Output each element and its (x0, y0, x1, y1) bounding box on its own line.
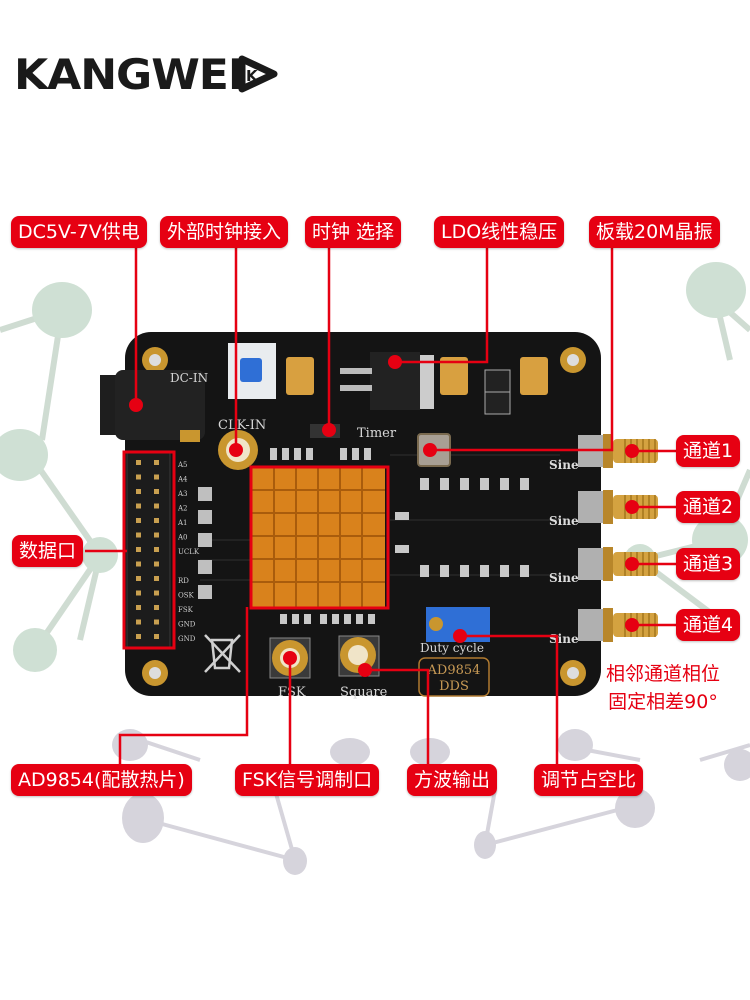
header-pin (154, 474, 159, 480)
phase-note: 相邻通道相位 固定相差90° (606, 660, 720, 716)
brand-name: KANGWEI (14, 49, 244, 99)
sine-silk: Sine (549, 514, 579, 528)
square-silk: Square (340, 685, 388, 700)
header-pin (154, 576, 159, 581)
header-pin (136, 532, 141, 538)
pin-label: A1 (177, 519, 188, 527)
callout-fsk: FSK信号调制口 (235, 764, 380, 796)
chip-sub-text: DDS (439, 679, 469, 694)
callout-channel-4: 通道4 (676, 609, 741, 641)
header-pin (154, 503, 159, 509)
callout-channel-3: 通道3 (676, 548, 741, 580)
header-pin (154, 561, 159, 567)
callout-channel-2: 通道2 (676, 491, 741, 523)
pin-label: GND (178, 635, 196, 643)
sine-silk: Sine (549, 632, 579, 646)
brand-mark-letter: K (246, 67, 259, 85)
header-pin (136, 503, 141, 509)
clk-in-silk: CLK-IN (218, 418, 266, 433)
header-pin (136, 590, 141, 596)
pin-label: OSK (178, 592, 195, 600)
header-pin (154, 532, 159, 538)
header-pin (154, 590, 159, 596)
brand-mark-icon: K (238, 55, 278, 93)
header-pin (154, 460, 159, 465)
header-pin (136, 634, 141, 639)
sma-output-4 (578, 608, 658, 642)
sine-silk: Sine (549, 571, 579, 585)
header-pin (154, 634, 159, 639)
duty-cycle-silk: Duty cycle (420, 641, 484, 655)
pin-label: A4 (177, 476, 188, 484)
callout-crystal: 板载20M晶振 (589, 216, 720, 248)
fsk-silk: FSK (278, 685, 306, 700)
phase-note-line-2: 固定相差90° (608, 691, 718, 713)
pin-label: A3 (177, 490, 188, 498)
dc-power-jack: DC-IN (100, 370, 208, 442)
header-pin (154, 489, 159, 494)
pin-label: A2 (177, 505, 188, 513)
sma-output-2 (578, 490, 658, 524)
header-pin (136, 561, 141, 567)
clock-jumper (310, 424, 340, 438)
callout-power: DC5V-7V供电 (11, 216, 147, 248)
pin-label: A0 (177, 534, 188, 542)
pin-label: FSK (178, 606, 194, 614)
crystal-oscillator (417, 433, 451, 467)
header-pin (136, 605, 141, 610)
duty-cycle-potentiometer: Duty cycle (420, 607, 490, 655)
network-nodes-green (0, 262, 748, 672)
callout-duty: 调节占空比 (534, 764, 644, 796)
pin-label: UCLK (178, 548, 200, 556)
sma-output-3 (578, 547, 658, 581)
header-pin (154, 605, 159, 610)
clock-select-switch (228, 343, 276, 399)
callout-channel-1: 通道1 (676, 435, 741, 467)
header-pin (136, 518, 141, 523)
resistor-arrays (198, 487, 212, 599)
pin-label: RD (178, 577, 189, 585)
callout-data-port: 数据口 (12, 535, 84, 567)
brand-logo: KANGWEI K (14, 48, 280, 100)
header-pin (136, 460, 141, 465)
header-pin (154, 547, 159, 552)
sma-output-1 (578, 434, 658, 468)
heatsink (252, 467, 385, 607)
phase-note-line-1: 相邻通道相位 (606, 663, 721, 685)
header-pin (136, 576, 141, 581)
chip-name-text: AD9854 (427, 663, 481, 678)
header-pin (136, 489, 141, 494)
pin-label: GND (178, 621, 196, 629)
callout-ext-clock: 外部时钟接入 (160, 216, 289, 248)
header-pin (136, 474, 141, 480)
smd-passives (270, 448, 529, 624)
sine-silk: Sine (549, 458, 579, 472)
callout-clock-select: 时钟 选择 (305, 216, 402, 248)
header-pin (154, 518, 159, 523)
callout-square: 方波输出 (407, 764, 498, 796)
dc-in-silk: DC-IN (170, 371, 208, 385)
smd-regulators (484, 369, 511, 415)
timer-silk: Timer (357, 426, 397, 441)
header-pin (136, 547, 141, 552)
callout-chip: AD9854(配散热片) (11, 764, 192, 796)
header-pin (154, 619, 159, 625)
pin-label: A5 (177, 461, 188, 469)
header-pin (136, 619, 141, 625)
callout-ldo: LDO线性稳压 (434, 216, 565, 248)
